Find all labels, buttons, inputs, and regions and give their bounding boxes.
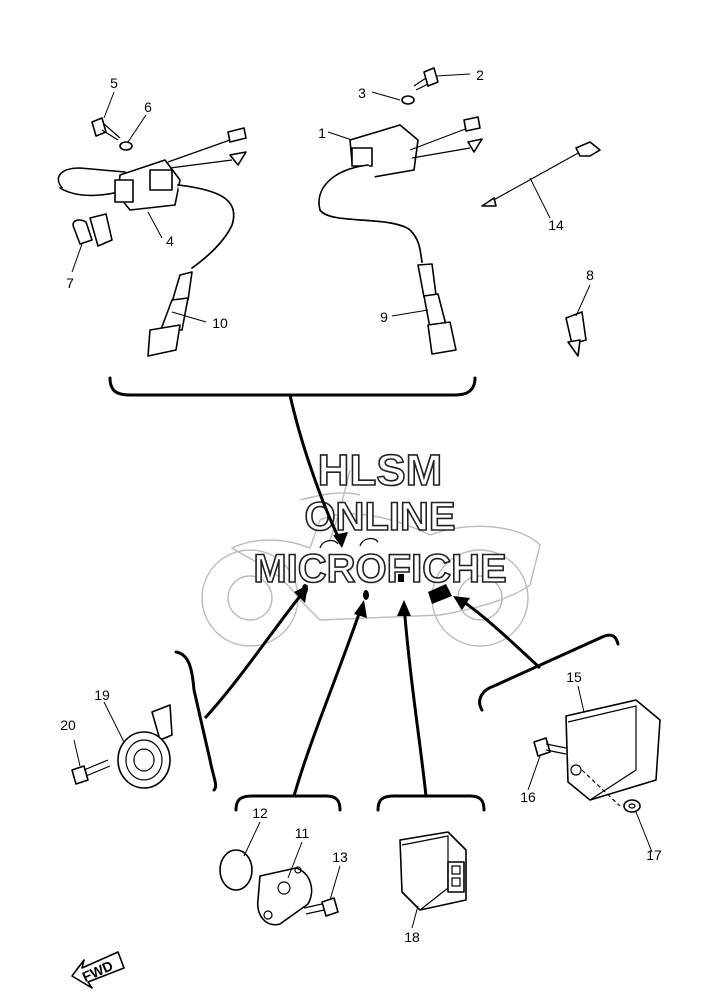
- callout-5: 5: [110, 75, 118, 91]
- washer-3: [401, 95, 415, 105]
- bolt-2: [413, 67, 439, 91]
- plug-cap-left: [147, 271, 193, 357]
- sensor-group-bracket: [234, 794, 342, 812]
- plug-cap-right: [417, 263, 457, 355]
- washer-6: [119, 141, 133, 151]
- lead-wire-14: [481, 141, 601, 207]
- callout-19: 19: [94, 687, 110, 703]
- callout-1: 1: [318, 125, 326, 141]
- rectifier-group-bracket: [478, 633, 620, 712]
- relay-group-arrow: [402, 604, 428, 797]
- horn-group-bracket: [174, 650, 218, 792]
- motorcycle-silhouette: [201, 469, 541, 647]
- clip-8: [565, 311, 587, 357]
- leader-lines: [71, 73, 653, 929]
- callout-labels: 1 2 3 4 5 6 7 8 9 10 11 12 13 14 15 16 1…: [60, 67, 662, 945]
- top-group-arrow: [288, 394, 344, 546]
- fwd-label: FWD: [80, 957, 116, 985]
- callout-4: 4: [166, 233, 174, 249]
- ignition-coil-left: [57, 127, 247, 269]
- callout-7: 7: [66, 275, 74, 291]
- sensor-11: [256, 866, 313, 926]
- relay-18: [399, 831, 467, 911]
- callout-6: 6: [144, 99, 152, 115]
- watermark-line1: HLSM: [318, 446, 443, 495]
- ignition-coil-right: [318, 116, 483, 263]
- watermark-line3: MICROFICHE: [253, 547, 506, 591]
- callout-16: 16: [520, 789, 536, 805]
- clamp-7: [72, 213, 113, 247]
- collar-17: [623, 799, 641, 813]
- callout-8: 8: [586, 267, 594, 283]
- callout-9: 9: [380, 309, 388, 325]
- callout-14: 14: [548, 217, 564, 233]
- bolt-16: [533, 737, 567, 757]
- callout-3: 3: [358, 85, 366, 101]
- callout-10: 10: [212, 315, 228, 331]
- callout-17: 17: [646, 847, 662, 863]
- callout-2: 2: [476, 67, 484, 83]
- fwd-arrow: FWD: [71, 951, 125, 989]
- o-ring-12: [219, 849, 253, 891]
- callout-13: 13: [332, 849, 348, 865]
- relay-group-bracket: [376, 794, 486, 812]
- bolt-20: [71, 759, 111, 785]
- watermark-line2: ONLINE: [304, 495, 455, 539]
- callout-18: 18: [404, 929, 420, 945]
- top-group-bracket: [108, 376, 477, 397]
- callout-11: 11: [295, 825, 310, 841]
- horn-group-arrow: [203, 589, 307, 720]
- bolt-5: [91, 117, 121, 141]
- callout-20: 20: [60, 717, 76, 733]
- sensor-group-arrow: [292, 604, 364, 797]
- horn-19: [117, 704, 173, 789]
- rectifier-15: [565, 699, 661, 807]
- callout-12: 12: [252, 805, 268, 821]
- watermark: HLSM ONLINE MICROFICHE: [253, 445, 508, 592]
- callout-15: 15: [566, 669, 582, 685]
